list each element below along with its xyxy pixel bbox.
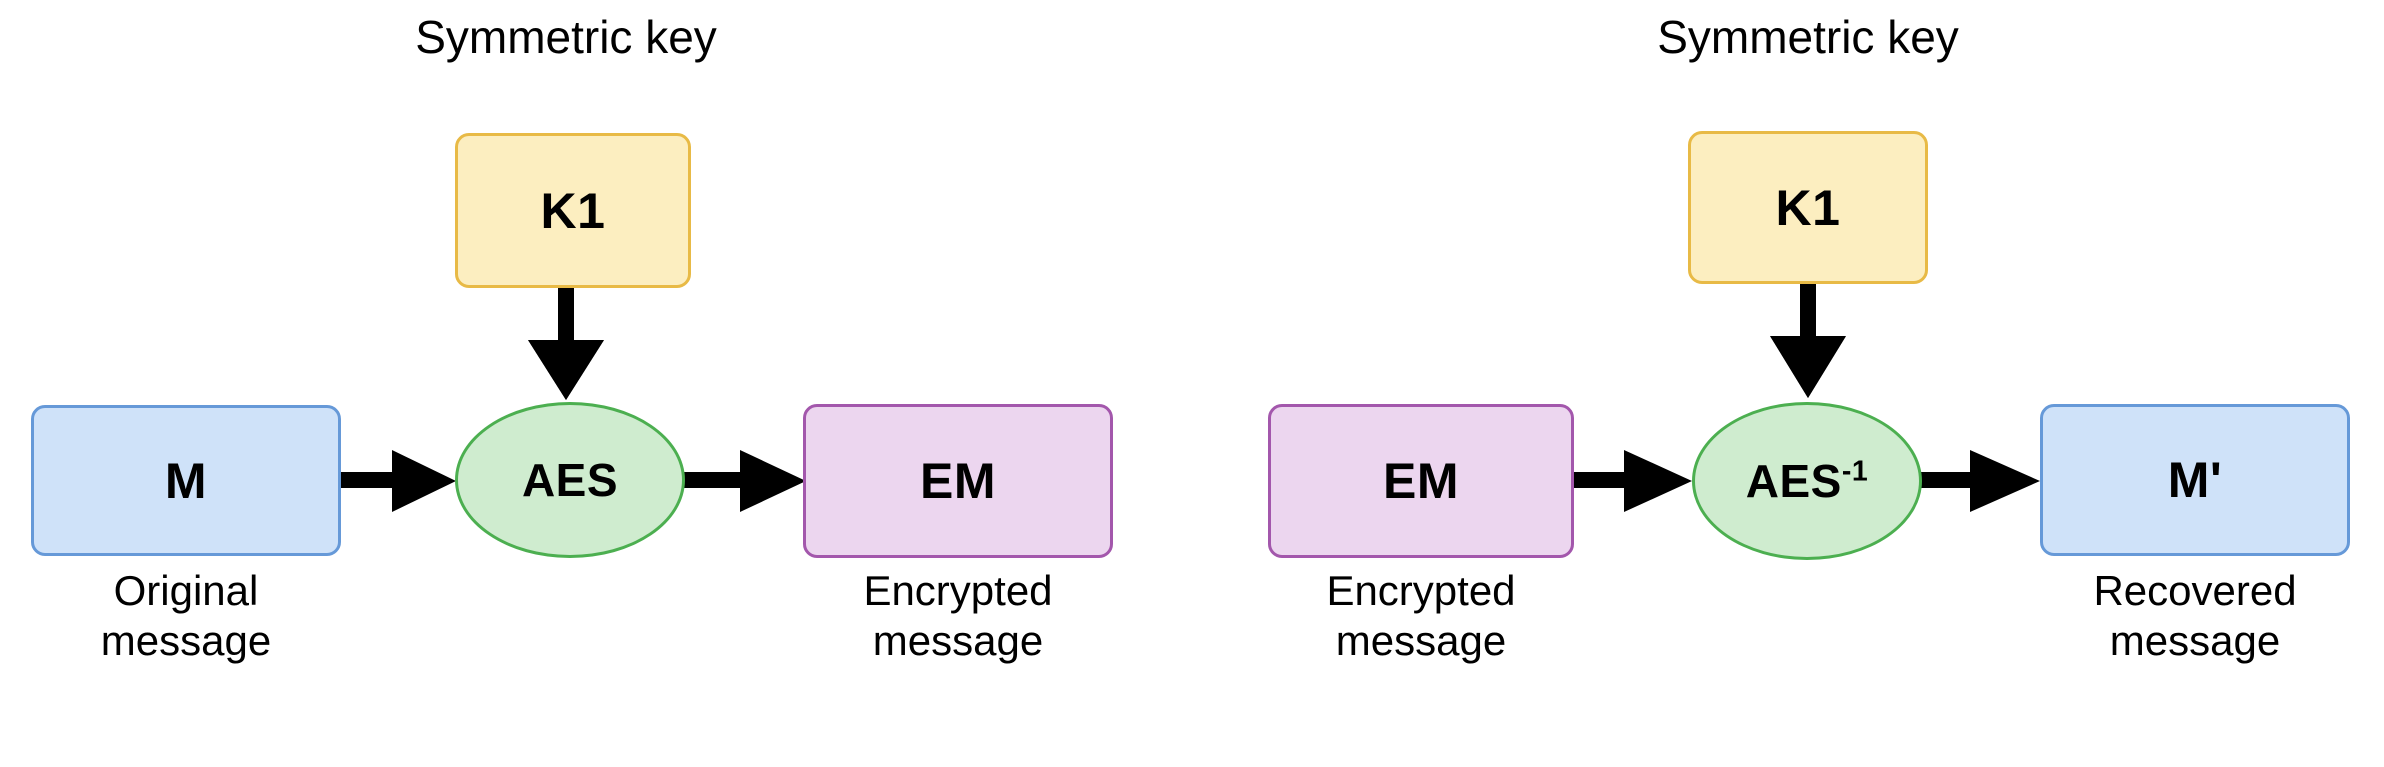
key-node-encryption[interactable]: K1 xyxy=(455,133,691,288)
arrow-m-to-aes-left xyxy=(340,450,456,512)
input-node-decryption[interactable]: EM xyxy=(1268,404,1574,558)
input-node-label-decryption: EM xyxy=(1383,453,1459,509)
arrow-em-to-aes-right xyxy=(1574,450,1692,512)
output-caption-encryption: Encrypted message xyxy=(798,566,1118,665)
operation-node-label-encryption: AES xyxy=(521,454,619,506)
input-caption-line2-decryption: message xyxy=(1335,616,1507,664)
operation-node-label-decryption: AES-1 xyxy=(1745,455,1869,507)
arrow-key-to-aes-left xyxy=(528,288,604,400)
arrow-aes-to-mprime-right xyxy=(1920,450,2040,512)
input-caption-line2-encryption: message xyxy=(100,616,272,664)
output-node-encryption[interactable]: EM xyxy=(803,404,1113,558)
operation-node-superscript-decryption: -1 xyxy=(1841,455,1869,488)
output-caption-line2-encryption: message xyxy=(872,616,1044,664)
operation-node-base-decryption: AES xyxy=(1745,455,1842,507)
arrow-key-to-aes-right xyxy=(1770,284,1846,398)
output-node-decryption[interactable]: M' xyxy=(2040,404,2350,556)
operation-node-encryption[interactable]: AES xyxy=(455,402,685,558)
key-node-decryption[interactable]: K1 xyxy=(1688,131,1928,284)
input-node-label-encryption: M xyxy=(164,452,208,509)
arrow-aes-to-em-left xyxy=(684,450,806,512)
input-caption-line1-encryption: Original xyxy=(113,567,259,614)
symmetric-key-heading-decryption: Symmetric key xyxy=(1657,11,1959,63)
output-node-label-decryption: M' xyxy=(2167,452,2223,508)
output-caption-line2-decryption: message xyxy=(2109,616,2281,664)
symmetric-key-heading-encryption: Symmetric key xyxy=(415,11,717,63)
input-caption-line1-decryption: Encrypted xyxy=(1326,567,1516,614)
input-caption-encryption: Original message xyxy=(31,566,341,665)
output-caption-decryption: Recovered message xyxy=(2035,566,2355,665)
output-caption-line1-decryption: Recovered xyxy=(2093,567,2297,614)
output-caption-line1-encryption: Encrypted xyxy=(863,567,1053,614)
operation-node-decryption[interactable]: AES-1 xyxy=(1692,402,1922,560)
input-node-encryption[interactable]: M xyxy=(31,405,341,556)
key-node-label-encryption: K1 xyxy=(540,182,606,239)
output-node-label-encryption: EM xyxy=(920,453,996,509)
input-caption-decryption: Encrypted message xyxy=(1263,566,1579,665)
key-node-label-decryption: K1 xyxy=(1775,179,1841,236)
